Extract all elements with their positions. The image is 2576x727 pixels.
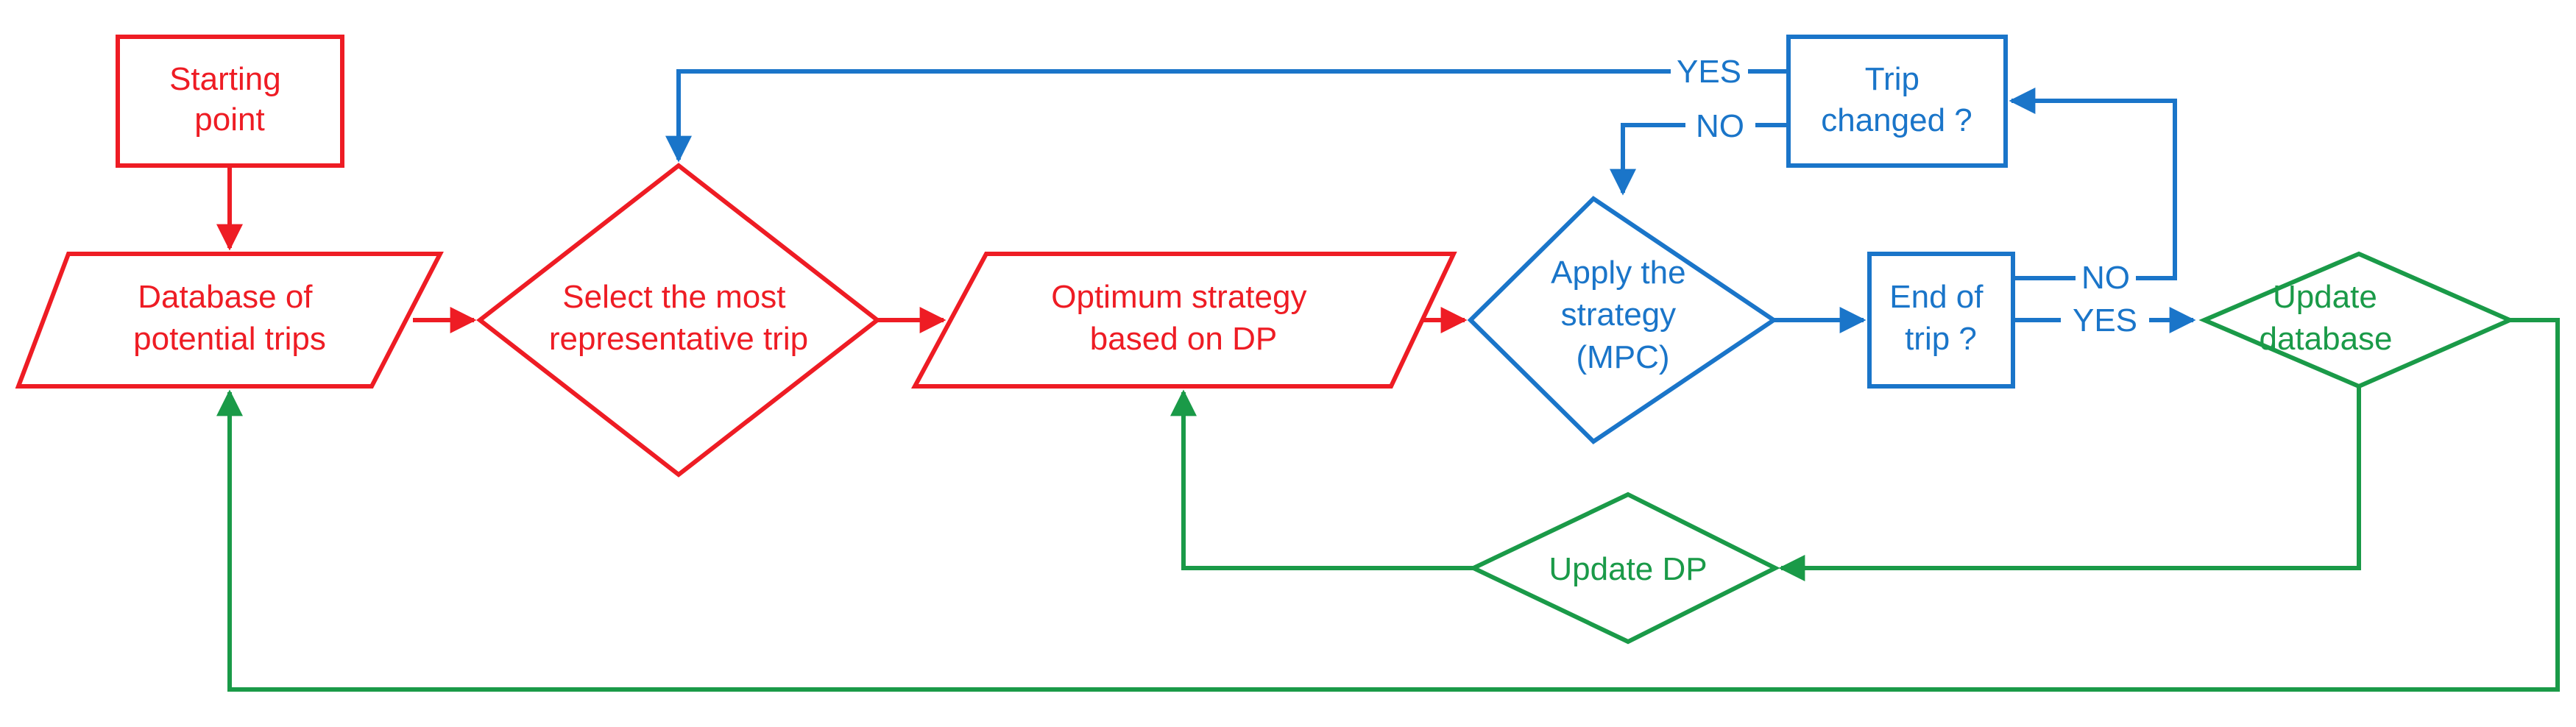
select-line2: representative trip [549, 321, 808, 357]
update-dp-node-label: Update DP [1549, 551, 1707, 587]
database-line1: Database of [138, 279, 313, 315]
edge-update-dp-to-optimum [1170, 389, 1473, 570]
edge-update-db-to-update-dp [1778, 386, 2361, 581]
apply-line2: strategy [1561, 297, 1677, 333]
database-node-label: Database of potential trips [133, 279, 326, 357]
optimum-line2: based on DP [1090, 321, 1277, 357]
label-no-right: NO [2081, 260, 2130, 296]
update-db-node [2198, 251, 2516, 389]
update-dp-node [1468, 492, 1780, 645]
end-trip-line2: trip ? [1905, 321, 1977, 357]
label-yes-top: YES [1677, 54, 1741, 90]
trip-changed-node-label: Trip changed ? [1821, 61, 1972, 138]
start-node-label: Starting point [169, 61, 290, 138]
trip-changed-line1: Trip [1865, 61, 1919, 97]
update-db-node-label: Update database [2259, 279, 2392, 357]
start-line2: point [194, 102, 264, 138]
end-trip-node-label: End of trip ? [1889, 279, 1992, 357]
trip-changed-line2: changed ? [1821, 102, 1972, 138]
label-no-top: NO [1696, 108, 1744, 144]
trip-changed-node [1786, 35, 2008, 168]
optimum-node [910, 252, 1457, 389]
update-db-line1: Update [2273, 279, 2377, 315]
edge-end-trip-no-b [2009, 88, 2177, 280]
label-yes-right: YES [2073, 302, 2137, 338]
start-line1: Starting [169, 61, 281, 97]
apply-node [1467, 196, 1778, 444]
optimum-node-label: Optimum strategy based on DP [1051, 279, 1315, 357]
end-trip-node [1867, 252, 2015, 389]
optimum-line1: Optimum strategy [1051, 279, 1306, 315]
edge-yes-to-select [665, 69, 1671, 163]
edge-no-to-apply [1610, 123, 1685, 196]
update-db-line2: database [2259, 321, 2392, 357]
select-node-label: Select the most representative trip [549, 279, 808, 357]
end-trip-line1: End of [1889, 279, 1984, 315]
database-node [15, 252, 444, 389]
apply-line1: Apply the [1551, 255, 1685, 291]
select-line1: Select the most [562, 279, 785, 315]
apply-line3: (MPC) [1576, 339, 1669, 375]
select-node [476, 163, 881, 478]
apply-node-label: Apply the strategy (MPC) [1551, 255, 1695, 375]
database-line2: potential trips [133, 321, 326, 357]
edge-update-db-to-database [216, 318, 2560, 692]
